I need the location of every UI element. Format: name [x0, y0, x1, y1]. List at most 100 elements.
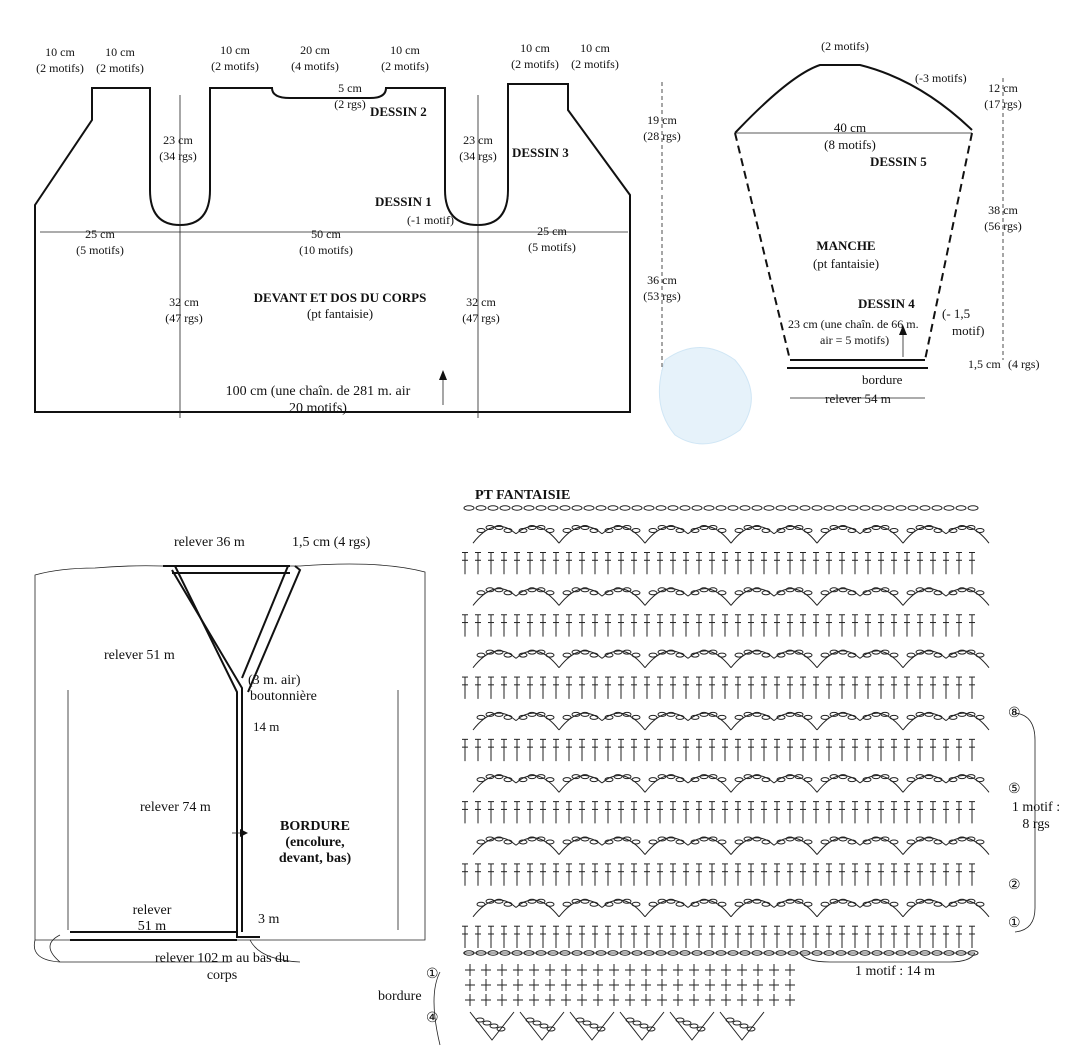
body-height-dim: 36 cm	[647, 273, 677, 287]
width-right-dim: 25 cm	[537, 224, 567, 238]
dessin-1-label: DESSIN 1	[375, 194, 432, 209]
bordure-title-3: devant, bas)	[279, 851, 352, 866]
sleeve-title: MANCHE	[816, 238, 875, 253]
dessin-3-label: DESSIN 3	[512, 145, 569, 160]
sleeve-bordure: bordure	[862, 372, 903, 387]
sleeve-length-rgs: (56 rgs)	[984, 219, 1021, 233]
dessin-5-label: DESSIN 5	[870, 154, 927, 169]
armhole-left-rgs: (34 rgs)	[159, 149, 196, 163]
dessin-4-note-2: motif)	[952, 323, 985, 338]
dim-text: 10 cm	[520, 41, 550, 55]
relever-102-2: corps	[207, 968, 237, 983]
sleeve-bottom-note-1: 23 cm (une chaîn. de 66 m.	[788, 317, 919, 331]
sleeve-relever: relever 54 m	[825, 391, 891, 406]
body-panel-diagram	[34, 82, 663, 418]
body-labels: DESSIN 2 DESSIN 3 DESSIN 1 (-1 motif) 23…	[76, 104, 681, 416]
cap-height-dim: 12 cm	[988, 81, 1018, 95]
row-label-2: ②	[1008, 878, 1021, 893]
sleeve-cap	[734, 64, 973, 134]
row-label-1: ①	[1008, 916, 1021, 931]
lower-right-rgs: (47 rgs)	[462, 311, 499, 325]
neck-band-inner	[171, 569, 243, 932]
cuff-rgs: (4 rgs)	[1008, 357, 1039, 371]
relever-51-bottom-1: relever	[133, 903, 172, 918]
dim-text: (2 motifs)	[381, 59, 429, 73]
bordure-title-1: BORDURE	[280, 819, 350, 834]
band-width: 1,5 cm (4 rgs)	[292, 535, 371, 550]
sleeve-subtitle: (pt fantaisie)	[813, 256, 879, 271]
width-mid-dim: 50 cm	[311, 227, 341, 241]
dim-text: (2 motifs)	[211, 59, 259, 73]
neck-band-right	[247, 565, 302, 693]
body-subtitle: (pt fantaisie)	[307, 306, 373, 321]
bottom-chain-line1: 100 cm (une chaîn. de 281 m. air	[226, 384, 411, 399]
lower-left-dim: 32 cm	[169, 295, 199, 309]
collar-rgs: (2 rgs)	[334, 97, 365, 111]
motif-rows-1: 1 motif :	[1012, 800, 1060, 815]
dim-text: (2 motifs)	[96, 61, 144, 75]
boutonniere: boutonnière	[250, 689, 317, 704]
side-height-dim: 19 cm	[647, 113, 677, 127]
three-m: 3 m	[258, 912, 280, 927]
width-left-motifs: (5 motifs)	[76, 243, 124, 257]
body-height-rgs: (53 rgs)	[643, 289, 680, 303]
sleeve-decrease: (-3 motifs)	[915, 71, 967, 85]
body-top-dims: 10 cm (2 motifs) 10 cm (2 motifs) 10 cm …	[36, 41, 619, 111]
border-labels: relever 36 m 1,5 cm (4 rgs) relever 51 m…	[104, 535, 371, 983]
sleeve-width-motifs: (8 motifs)	[824, 137, 876, 152]
bordure-rows	[465, 964, 795, 1041]
relever-51-bottom-2: 51 m	[138, 919, 167, 934]
dessin-2-label: DESSIN 2	[370, 104, 427, 119]
lower-right-dim: 32 cm	[466, 295, 496, 309]
relever-51-top: relever 51 m	[104, 648, 175, 663]
bordure-row-1: ①	[426, 967, 439, 982]
side-height-rgs: (28 rgs)	[643, 129, 680, 143]
dim-text: 10 cm	[580, 41, 610, 55]
body-title: DEVANT ET DOS DU CORPS	[254, 290, 427, 305]
jacket-outline	[34, 563, 426, 941]
dim-text: 10 cm	[105, 45, 135, 59]
armhole-right-dim: 23 cm	[463, 133, 493, 147]
motif-width: 1 motif : 14 m	[855, 964, 935, 979]
dim-text: 10 cm	[220, 43, 250, 57]
motif-rows-2: 8 rgs	[1022, 817, 1049, 832]
chart-title: PT FANTAISIE	[475, 488, 570, 503]
dim-text: (4 motifs)	[291, 59, 339, 73]
dessin-4-label: DESSIN 4	[858, 296, 915, 311]
sleeve-labels: (2 motifs) (-3 motifs) 12 cm (17 rgs) 40…	[788, 39, 1039, 406]
air-chain: (3 m. air)	[248, 673, 301, 688]
body-outline	[34, 83, 631, 413]
dim-text: 10 cm	[45, 45, 75, 59]
bordure-row-4: ④	[426, 1011, 439, 1026]
width-right-motifs: (5 motifs)	[528, 240, 576, 254]
dim-text: (2 motifs)	[36, 61, 84, 75]
relever-36: relever 36 m	[174, 535, 245, 550]
cuff-dim: 1,5 cm	[968, 357, 1001, 371]
neck-band-right-2	[241, 565, 289, 679]
bottom-chain-line2: 20 motifs)	[289, 401, 347, 416]
lower-left-rgs: (47 rgs)	[165, 311, 202, 325]
relever-74: relever 74 m	[140, 800, 211, 815]
dim-text: 10 cm	[390, 43, 420, 57]
row-label-5: ⑤	[1008, 782, 1021, 797]
chart-bordure: bordure	[378, 989, 422, 1004]
dessin-1-note: (-1 motif)	[407, 213, 454, 227]
sleeve-top: (2 motifs)	[821, 39, 869, 53]
neck-band-outer	[163, 565, 260, 938]
dim-text: 20 cm	[300, 43, 330, 57]
relever-102-1: relever 102 m au bas du	[155, 951, 289, 966]
armhole-right-rgs: (34 rgs)	[459, 149, 496, 163]
width-mid-motifs: (10 motifs)	[299, 243, 353, 257]
cap-height-rgs: (17 rgs)	[984, 97, 1021, 111]
stitch-chart: PT FANTAISIE ⑧ ⑤ ② ① 1 motif : 8 rgs 1 m…	[378, 488, 1060, 1046]
sleeve-width-dim: 40 cm	[834, 120, 866, 135]
width-left-dim: 25 cm	[85, 227, 115, 241]
row-label-8: ⑧	[1008, 706, 1021, 721]
dessin-4-note-1: (- 1,5	[942, 306, 970, 321]
border-diagram	[33, 563, 426, 963]
collar-dim: 5 cm	[338, 81, 362, 95]
chart-rows	[462, 505, 990, 956]
stain-mark	[658, 347, 752, 445]
sleeve-length-dim: 38 cm	[988, 203, 1018, 217]
